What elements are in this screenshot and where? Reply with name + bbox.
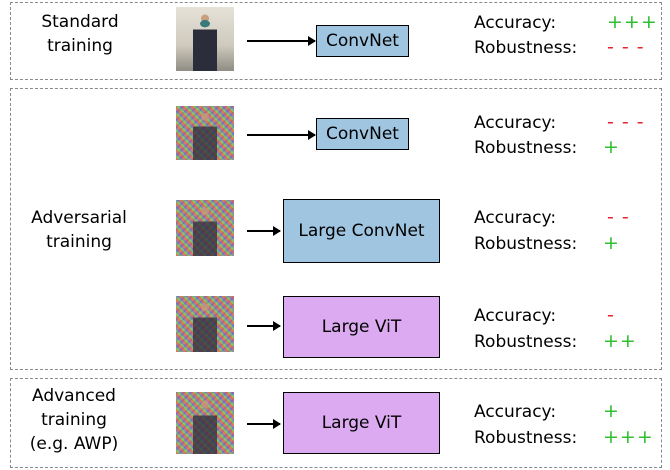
robustness-rating: +++ <box>603 426 654 448</box>
robustness-label: Robustness: <box>474 38 578 58</box>
robustness-rating: + <box>603 232 620 254</box>
model-box: ConvNet <box>316 25 409 57</box>
robustness-label: Robustness: <box>474 138 578 158</box>
robustness-label: Robustness: <box>474 428 578 448</box>
model-box: ConvNet <box>316 118 409 150</box>
adversarial-image-icon <box>176 106 234 160</box>
section-label-standard: Standard training <box>41 12 119 56</box>
adversarial-image-icon <box>176 296 234 352</box>
accuracy-rating: - <box>607 304 615 326</box>
section-label-advanced: Advanced training (e.g. AWP) <box>29 386 119 454</box>
accuracy-label: Accuracy: <box>474 402 557 422</box>
adversarial-image-icon <box>176 392 234 454</box>
robustness-label: Robustness: <box>474 234 578 254</box>
robustness-rating: + <box>603 136 620 158</box>
clean-image-icon <box>176 7 234 71</box>
arrow-icon <box>247 321 281 331</box>
model-box: Large ViT <box>283 392 440 454</box>
robustness-label: Robustness: <box>474 332 578 352</box>
robustness-rating: - - - <box>607 36 645 58</box>
accuracy-label: Accuracy: <box>474 13 557 33</box>
robustness-rating: ++ <box>603 330 637 352</box>
adversarial-image-icon <box>176 200 234 256</box>
arrow-icon <box>247 130 316 140</box>
accuracy-rating: +++ <box>607 11 658 33</box>
section-advanced <box>10 378 662 468</box>
accuracy-rating: - - <box>607 206 630 228</box>
accuracy-label: Accuracy: <box>474 208 557 228</box>
section-label-adversarial: Adversarial training <box>31 208 127 252</box>
accuracy-label: Accuracy: <box>474 113 557 133</box>
arrow-icon <box>247 419 281 429</box>
section-standard <box>10 2 662 80</box>
model-box: Large ViT <box>283 296 440 358</box>
accuracy-rating: + <box>603 400 620 422</box>
accuracy-label: Accuracy: <box>474 306 557 326</box>
model-box: Large ConvNet <box>283 199 440 263</box>
section-adversarial <box>10 88 662 370</box>
accuracy-rating: - - - <box>607 111 645 133</box>
arrow-icon <box>247 36 316 46</box>
arrow-icon <box>247 226 281 236</box>
